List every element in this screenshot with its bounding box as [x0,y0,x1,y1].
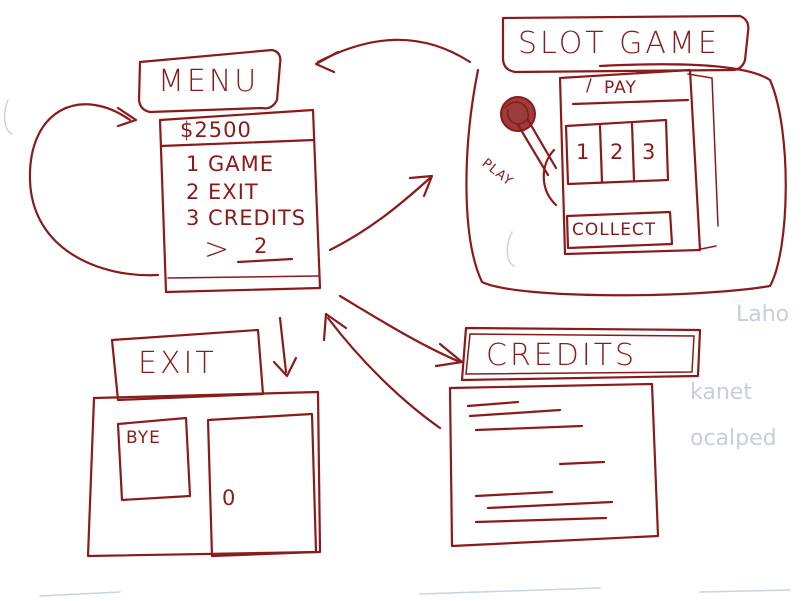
menu-input[interactable]: 2 [254,234,269,258]
slot-reel-2: 2 [610,140,625,164]
credits-screen-frame [448,382,660,548]
slot-reel-window [564,118,670,186]
slot-pay-divider [571,98,690,106]
menu-loop-arrow [28,103,160,277]
slot-collect-box [565,210,674,250]
menu-title-box [137,48,282,114]
slot-lever-knob-scribble [504,101,529,125]
menu-loop-arrowhead [116,106,138,128]
credits-title-box [460,326,702,382]
exit-door [206,412,318,558]
exit-door-knob: 0 [222,486,237,510]
menu-to-slot-arrow [328,176,432,252]
slot-to-menu-arrow [316,38,472,64]
slot-to-menu-arrowhead [314,50,340,74]
credits-text-lines [466,400,614,524]
slot-collect-button[interactable]: COLLECT [572,220,657,240]
credits-title-box-inner [465,333,695,375]
menu-item-game[interactable]: 1 GAME [186,152,275,176]
credits-title: CREDITS [486,338,638,373]
menu-body-frame [158,108,322,294]
credits-to-menu-arrow [326,316,442,430]
slot-lever-knob[interactable] [500,96,536,132]
exit-title: EXIT [138,346,217,381]
exit-screen-frame [86,390,322,558]
slot-reel-dividers [598,122,636,184]
slot-screen-frame [465,63,787,297]
menu-to-slot-arrowhead [408,174,434,198]
menu-to-exit-arrowhead [272,356,298,378]
menu-balance: $2500 [180,118,252,142]
credits-to-menu-arrowhead [322,312,348,342]
menu-input-underline [236,257,294,264]
menu-item-credits[interactable]: 3 CREDITS [186,206,307,230]
menu-bottom-line [167,275,319,279]
faint-note-1: Laho [736,302,790,327]
slot-lever-bracket [542,148,558,207]
exit-screen [86,328,322,558]
menu-to-credits-arrow [338,294,462,364]
menu-prompt: > [204,232,233,267]
faint-note-2: kanet [690,380,752,405]
menu-to-credits-arrowhead [434,342,464,368]
faint-mark-left [3,99,13,135]
slot-cabinet-shadow [687,73,719,251]
menu-balance-divider [159,138,316,148]
faint-note-3: ocalped [690,426,777,451]
faint-mark-slot [506,231,515,267]
menu-item-exit[interactable]: 2 EXIT [186,180,259,204]
menu-title: MENU [158,64,260,99]
slot-title: SLOT GAME [518,26,720,61]
slot-reel-1: 1 [576,140,591,164]
exit-message: BYE [126,428,161,448]
menu-to-exit-arrow [278,316,288,374]
slot-machine-cabinet [558,68,702,256]
exit-bye-sign [116,416,192,502]
slot-pay-label: PAY [604,78,637,98]
faint-mark-bottom [39,587,791,597]
slot-pay-marker: / [586,76,593,96]
credits-screen [448,326,702,548]
slot-reel-3: 3 [642,140,657,164]
slot-game-screen [465,14,787,297]
slot-lever-arm [516,118,558,177]
menu-screen [137,48,322,294]
slot-title-box [501,14,750,74]
